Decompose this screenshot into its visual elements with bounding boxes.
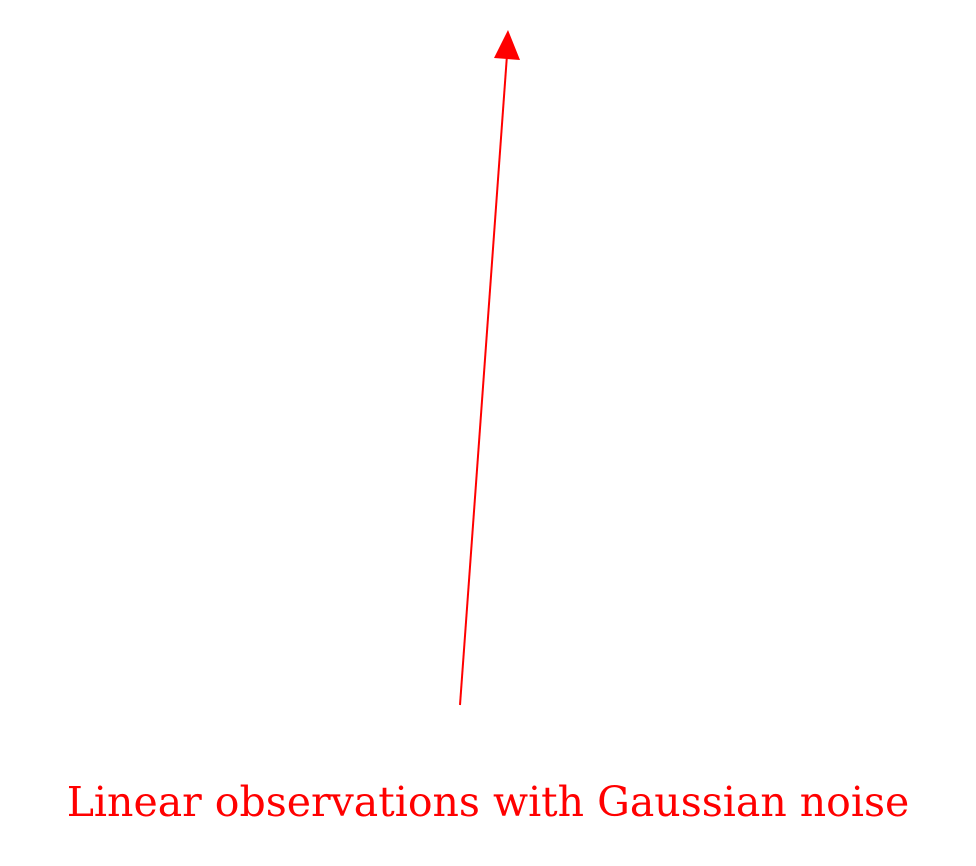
arrow-shaft xyxy=(459,54,508,706)
arrow-head xyxy=(494,30,520,60)
annotation-label: Linear observations with Gaussian noise xyxy=(66,778,910,826)
